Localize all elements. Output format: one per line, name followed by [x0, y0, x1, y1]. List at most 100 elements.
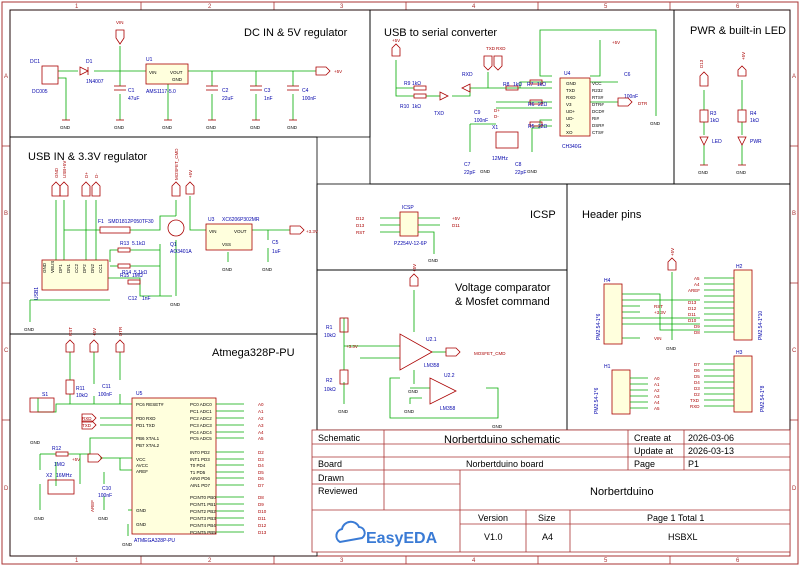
- f1-value: SMD1812P050TF30: [108, 219, 154, 225]
- x1-label: X1: [492, 125, 498, 131]
- r14-label: R14: [122, 270, 131, 276]
- svg-text:XI: XI: [566, 123, 570, 128]
- txd-atmega: TXD: [82, 423, 92, 428]
- svg-text:A5: A5: [258, 436, 264, 441]
- svg-text:PM2.54-1*6: PM2.54-1*6: [594, 387, 600, 414]
- r2-value: 10kΩ: [324, 387, 336, 393]
- r1-label: R1: [326, 325, 333, 331]
- svg-text:A4: A4: [694, 282, 700, 287]
- svg-text:PC3 ADC3: PC3 ADC3: [190, 423, 212, 428]
- tb-project-name: Norbertduino: [590, 486, 654, 498]
- tb-create-date: 2026-03-06: [688, 433, 734, 443]
- gnd-23: GND: [98, 516, 109, 521]
- u1-value: AMS1117-5.0: [146, 89, 176, 95]
- u2-2-value: LM358: [440, 406, 456, 412]
- r8-label: R8: [503, 82, 510, 88]
- svg-text:D8: D8: [694, 330, 700, 335]
- plus5v-comp: +5V: [412, 264, 417, 272]
- tb-update-date: 2026-03-13: [688, 446, 734, 456]
- svg-text:VBUS: VBUS: [50, 261, 55, 273]
- u5-pin-aref: AREF: [136, 469, 148, 474]
- col-label-4-bottom: 4: [472, 558, 476, 564]
- c5-label: C5: [272, 240, 279, 246]
- title-block: Schematic Norbertduino schematic Create …: [311, 429, 791, 553]
- gnd-1: GND: [60, 125, 71, 130]
- svg-text:RTS#: RTS#: [592, 95, 604, 100]
- svg-text:A2: A2: [258, 416, 264, 421]
- svg-text:D3: D3: [694, 386, 700, 391]
- svg-text:D7: D7: [694, 362, 700, 367]
- svg-text:A5: A5: [694, 276, 700, 281]
- gnd-7: GND: [480, 169, 491, 174]
- h4-label: H4: [604, 278, 611, 284]
- u5-label: U5: [136, 391, 143, 397]
- svg-text:VSS: VSS: [222, 242, 231, 247]
- svg-text:PCINT0 PB0: PCINT0 PB0: [190, 495, 216, 500]
- f1-label: F1: [98, 219, 104, 225]
- svg-text:D+: D+: [494, 108, 500, 113]
- tb-create-label: Create at: [634, 433, 672, 443]
- tb-schematic-label: Schematic: [318, 433, 361, 443]
- svg-text:T0 PD4: T0 PD4: [190, 463, 206, 468]
- svg-text:A0: A0: [654, 376, 660, 381]
- r5-label: R5: [528, 124, 535, 130]
- c6-label: C6: [624, 72, 631, 78]
- c2-label: C2: [222, 88, 229, 94]
- svg-text:PB7 XTAL2: PB7 XTAL2: [136, 443, 160, 448]
- gnd-5: GND: [250, 125, 261, 130]
- svg-text:PD1 TXD: PD1 TXD: [136, 423, 156, 428]
- c8-label: C8: [515, 162, 522, 168]
- r10-label: R10: [400, 104, 409, 110]
- tb-board-name: Norbertduino board: [466, 459, 544, 469]
- tb-reviewed-label: Reviewed: [318, 486, 358, 496]
- svg-text:DTR#: DTR#: [592, 102, 604, 107]
- r3-label: R3: [710, 111, 717, 117]
- row-label-b-right: B: [792, 211, 796, 217]
- vin-header: VIN: [654, 336, 662, 341]
- c8-value: 22pF: [515, 170, 526, 176]
- r7-value: 1kΩ: [537, 82, 546, 88]
- svg-text:D10: D10: [688, 318, 697, 323]
- rst-icsp: RST: [356, 230, 365, 235]
- c10-value: 100nF: [98, 493, 112, 499]
- svg-text:PM2.54-1*10: PM2.54-1*10: [758, 311, 764, 340]
- row-label-c-right: C: [792, 348, 797, 354]
- svg-text:PC6 RESET#: PC6 RESET#: [136, 402, 164, 407]
- svg-text:D11: D11: [452, 223, 460, 228]
- svg-text:A2: A2: [654, 388, 660, 393]
- svg-text:VOUT: VOUT: [234, 229, 247, 234]
- svg-text:A5: A5: [654, 406, 660, 411]
- u2-1-label: U2.1: [426, 337, 437, 343]
- gnd-9: GND: [650, 121, 661, 126]
- tb-page-total: Page 1 Total 1: [647, 513, 704, 523]
- svg-text:D11: D11: [258, 516, 266, 521]
- title-dc-in: DC IN & 5V regulator: [244, 27, 348, 39]
- d1-label: D1: [86, 59, 93, 65]
- easyeda-logo: EasyEDA: [335, 520, 438, 547]
- col-label-1: 1: [75, 4, 79, 10]
- plus5v-port-1: +5V: [334, 69, 342, 74]
- s1-label: S1: [42, 392, 48, 398]
- col-label-2-bottom: 2: [208, 558, 212, 564]
- frame-icsp: [316, 183, 568, 271]
- comparator-circuit: R1 10kΩ R2 10kΩ U2.1 LM358 U2.2 LM358 +5…: [324, 264, 506, 429]
- svg-text:AIN1 PD7: AIN1 PD7: [190, 483, 211, 488]
- r4-value: 1kΩ: [750, 118, 759, 124]
- svg-text:RXD: RXD: [566, 95, 576, 100]
- c5-value: 1uF: [272, 249, 281, 255]
- svg-text:PM2.54-1*6: PM2.54-1*6: [596, 313, 602, 340]
- vin-port-1: VIN: [116, 20, 124, 25]
- plus5v-header: +5V: [670, 248, 675, 256]
- svg-text:CTS#: CTS#: [592, 130, 604, 135]
- u3-pin-vin: VIN: [209, 229, 217, 234]
- title-voltage-comp-2: & Mosfet command: [455, 296, 550, 308]
- svg-text:PCINT2 PB2: PCINT2 PB2: [190, 509, 216, 514]
- svg-text:D6: D6: [694, 368, 700, 373]
- r9-label: R9: [404, 81, 411, 87]
- svg-text:USB+5V: USB+5V: [62, 161, 67, 178]
- tb-page-value: P1: [688, 459, 699, 469]
- svg-text:DN2: DN2: [90, 264, 95, 273]
- svg-text:D2: D2: [694, 392, 700, 397]
- icsp-value: PZ254V-12-6P: [394, 241, 427, 247]
- svg-text:D13: D13: [356, 223, 365, 228]
